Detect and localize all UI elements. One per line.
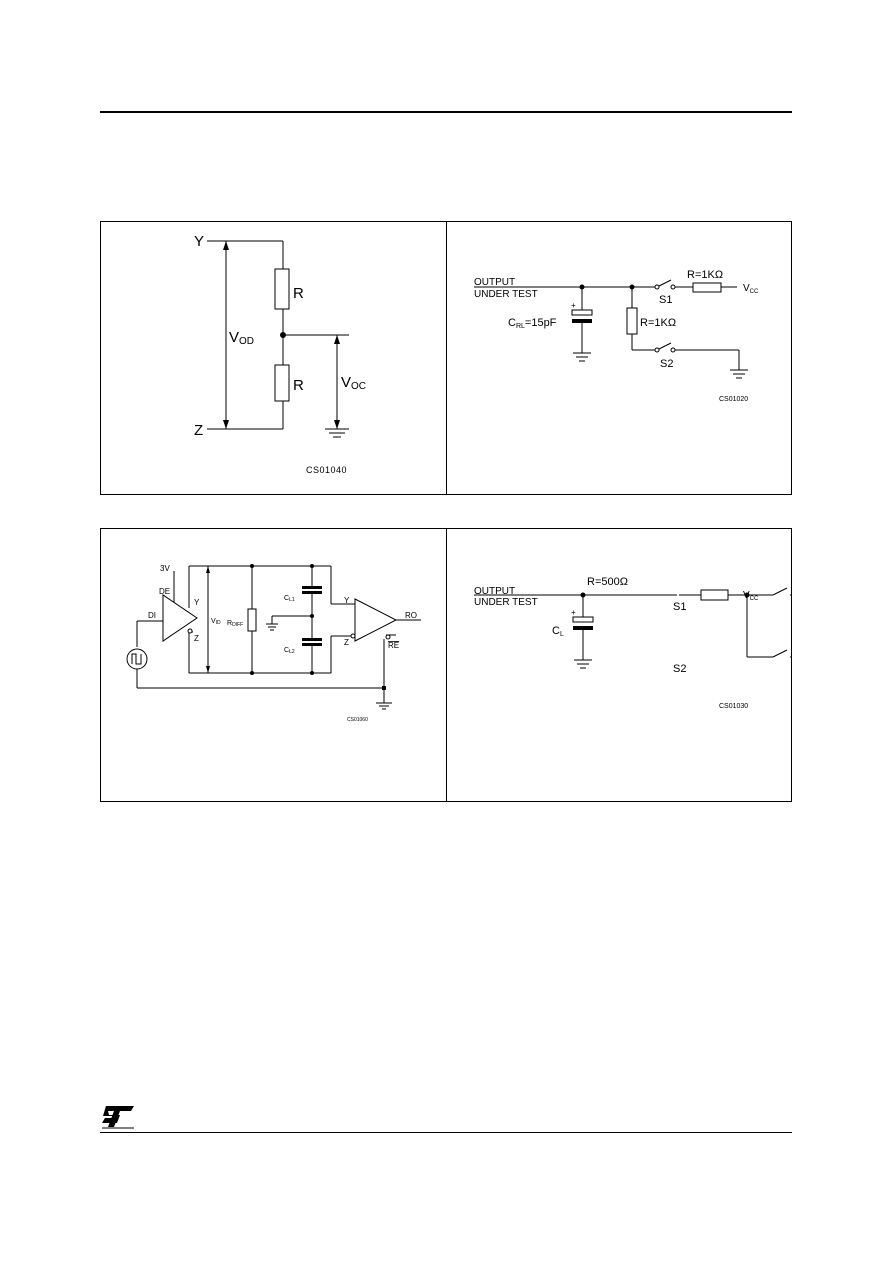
panel-divider	[446, 222, 447, 494]
r-series-label: R=1KΩ	[687, 269, 723, 281]
re-label: RE	[388, 641, 399, 650]
capacitor-cl1-plate	[302, 586, 322, 589]
label-r-bottom: R	[293, 377, 304, 394]
capacitor-plate	[572, 319, 592, 323]
resistor-series	[692, 282, 722, 293]
load-500-circuit: OUTPUT UNDER TEST R=500Ω + CL S1 S2 VCC …	[474, 576, 792, 710]
cap-plus: +	[571, 608, 576, 617]
supply-label: 3V	[160, 564, 170, 573]
load-500-switch-section	[677, 594, 679, 596]
vod-voc-circuit: Y Z R R VOD VOC CS01040	[194, 233, 366, 475]
figure-code: CS01020	[719, 396, 748, 403]
label-voc: VOC	[341, 374, 366, 392]
switch-s2-label: S2	[673, 663, 686, 675]
cap-label: CRL=15pF	[508, 317, 557, 330]
cl2-label: CL2	[284, 647, 295, 655]
receiver-y-label: Y	[344, 596, 350, 605]
figure-code: CS01060	[347, 717, 368, 723]
figure-load-15pf: OUTPUT UNDER TEST + CRL=15pF R=1KΩ R=1KΩ…	[447, 222, 792, 494]
figure-row-2: 3V DE DI Y Z VID RDIFF CL1 CL2 Y Z RO RE…	[100, 528, 792, 802]
receiver-triangle	[354, 598, 398, 642]
diff-driver-circuit: 3V DE DI Y Z VID RDIFF CL1 CL2 Y Z RO RE…	[126, 564, 421, 723]
capacitor-plate	[573, 626, 593, 630]
vid-label: VID	[211, 618, 221, 626]
driver-triangle	[162, 594, 198, 642]
junction-dot	[280, 332, 286, 338]
header-rule	[100, 111, 792, 113]
r-series-label: R=500Ω	[587, 576, 628, 588]
figure-code: CS01030	[719, 703, 748, 710]
cap-label: CL	[552, 625, 564, 638]
di-label: DI	[148, 611, 156, 620]
driver-z-label: Z	[194, 634, 199, 643]
label-vod: VOD	[229, 329, 254, 347]
switch-s1-label: S1	[659, 294, 672, 306]
resistor-rdiff	[247, 608, 257, 632]
capacitor-cl2-plate	[302, 638, 322, 641]
switch-s1-label: S1	[673, 601, 686, 613]
label-r-top: R	[293, 285, 304, 302]
driver-y-label: Y	[194, 598, 200, 607]
resistor-shunt	[626, 307, 638, 335]
receiver-z-label: Z	[344, 638, 349, 647]
vcc-label: VCC	[743, 283, 759, 295]
pulse-source-icon	[126, 648, 148, 670]
output-label-line2: UNDER TEST	[474, 289, 538, 300]
load-15pf-circuit: OUTPUT UNDER TEST + CRL=15pF R=1KΩ R=1KΩ…	[474, 269, 759, 403]
ro-label: RO	[405, 611, 417, 620]
vcc-label: VCC	[743, 590, 759, 602]
resistor-top	[274, 268, 290, 310]
switch-s2-label: S2	[660, 358, 673, 370]
resistor-bottom	[274, 364, 290, 402]
figure-vod-voc: Y Z R R VOD VOC CS01040	[101, 222, 446, 494]
st-logo-icon	[100, 1104, 136, 1130]
figure-load-500: OUTPUT UNDER TEST R=500Ω + CL S1 S2 VCC …	[447, 529, 792, 801]
r-shunt-label: R=1KΩ	[640, 317, 676, 329]
rdiff-label: RDIFF	[227, 620, 243, 628]
footer-rule	[100, 1132, 792, 1133]
panel-divider	[446, 529, 447, 801]
figure-row-1: Y Z R R VOD VOC CS01040	[100, 221, 792, 495]
figure-diff-driver: 3V DE DI Y Z VID RDIFF CL1 CL2 Y Z RO RE…	[101, 529, 446, 801]
figure-code: CS01040	[306, 465, 347, 475]
output-label-line2: UNDER TEST	[474, 597, 538, 608]
output-label-line1: OUTPUT	[474, 586, 515, 597]
de-label: DE	[159, 587, 170, 596]
label-y: Y	[194, 233, 204, 250]
output-label-line1: OUTPUT	[474, 277, 515, 288]
cl1-label: CL1	[284, 595, 295, 603]
cap-plus: +	[571, 301, 576, 310]
label-z: Z	[194, 422, 203, 439]
